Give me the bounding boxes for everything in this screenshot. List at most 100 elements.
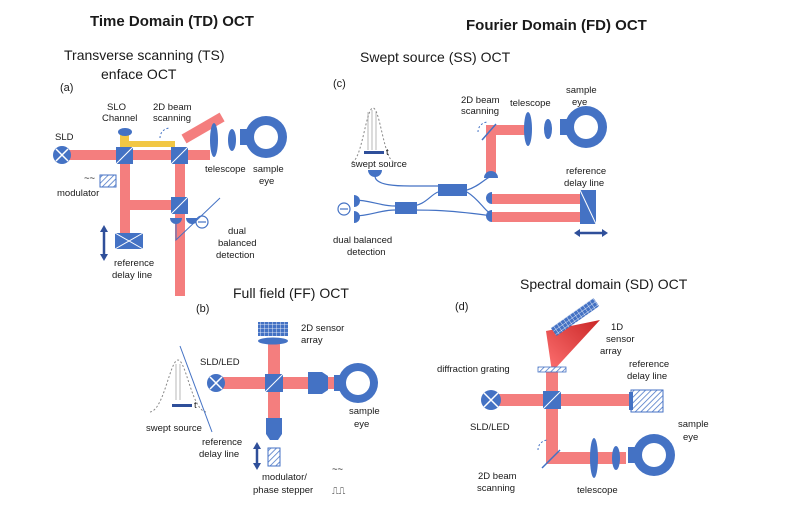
dual-label-line2: balanced [218, 238, 257, 249]
d-ref-label-line2: delay line [627, 371, 667, 382]
beam-splitter-icon [115, 146, 134, 165]
panel-a: Transverse scanning (TS) enface OCT (a) … [53, 47, 287, 296]
b-sample-label-line2: eye [354, 419, 369, 430]
c-telescope-label: telescope [510, 98, 551, 109]
panel-c-eye-icon [560, 106, 607, 148]
b-sensor-label-line2: array [301, 335, 323, 346]
sld-label: SLD [55, 132, 74, 143]
d-sensor-label-line3: array [600, 346, 622, 357]
detector-splitter-icon [170, 196, 189, 215]
panel-c-reference-mirror-icon [579, 189, 597, 225]
1d-sensor-array-icon [550, 297, 600, 337]
detection-wire [175, 197, 221, 242]
detector-1-icon [170, 218, 182, 224]
panel-d: Spectral domain (SD) OCT (d) [437, 276, 709, 496]
panel-b-splitter-icon [264, 373, 284, 393]
d-telescope-label: telescope [577, 485, 618, 496]
d-scan-label-line2: scanning [477, 483, 515, 494]
dual-label-line3: detection [216, 250, 255, 261]
sample-label-line1: sample [253, 164, 284, 175]
panel-b-bracket-line [179, 345, 213, 433]
slo-detector [118, 128, 132, 136]
panel-b-reference-mirror-icon [267, 447, 281, 467]
panel-d-reference-delay-icon [630, 389, 664, 413]
b-source-label: SLD/LED [200, 357, 240, 368]
panel-a-title-line2: enface OCT [101, 66, 177, 82]
slo-beam [120, 135, 129, 152]
scan-label-line2: scanning [153, 113, 191, 124]
panel-b-eye-icon [334, 363, 378, 403]
fiber-coupler-2 [395, 202, 417, 214]
panel-c-tag: (c) [333, 78, 346, 90]
panel-c: Swept source (SS) OCT (c) t [333, 49, 608, 258]
panel-b-reference-objective-icon [266, 418, 282, 440]
panel-d-eye-icon [628, 434, 675, 476]
panel-b: Full field (FF) OCT (b) [146, 285, 380, 497]
panel-b-tag: (b) [196, 303, 209, 315]
telescope-label: telescope [205, 164, 246, 175]
slo-beam-horizontal [129, 141, 175, 147]
d-sensor-label-line1: 1D [611, 322, 623, 333]
telescope-lens-1 [210, 123, 218, 157]
panel-d-title: Spectral domain (SD) OCT [520, 276, 688, 292]
d-sample-label-line1: sample [678, 419, 709, 430]
scan-label-line1: 2D beam [153, 102, 192, 113]
fd-header: Fourier Domain (FD) OCT [466, 17, 647, 34]
panel-c-lens-1 [524, 112, 532, 146]
swept-source-icon [368, 170, 382, 177]
panel-b-step-icon: ⎍⎍ [332, 486, 346, 497]
c-ref-label-line1: reference [566, 166, 606, 177]
panel-d-tag: (d) [455, 301, 468, 313]
sample-label-line2: eye [259, 176, 274, 187]
panel-b-beams [222, 340, 350, 419]
c-swept-label: swept source [351, 159, 407, 170]
panel-d-lens-1 [590, 438, 598, 478]
sld-source-icon [53, 146, 71, 164]
eye-icon [240, 116, 287, 158]
panel-b-title: Full field (FF) OCT [233, 285, 349, 301]
td-header: Time Domain (TD) OCT [90, 13, 254, 30]
b-sample-label-line1: sample [349, 406, 380, 417]
b-ref-label-line2: delay line [199, 449, 239, 460]
panel-c-beams [486, 125, 584, 222]
dual-label-line1: dual [228, 226, 246, 237]
svg-text:t: t [194, 400, 197, 411]
panel-c-scan-arc-icon [477, 121, 489, 133]
scanner-splitter-icon [170, 146, 189, 165]
c-dual-label-line2: detection [347, 247, 386, 258]
b-ref-label-line1: reference [202, 437, 242, 448]
d-ref-label-line1: reference [629, 359, 669, 370]
reference-mirror-icon [114, 232, 144, 250]
panel-d-splitter-icon [542, 390, 562, 410]
panel-b-objective-icon [308, 372, 328, 394]
d-grating-label: diffraction grating [437, 364, 510, 375]
b-mod-label-line1: modulator/ [262, 472, 307, 483]
modulator-wave-icon: ~~ [84, 173, 96, 184]
modulator-label: modulator [57, 188, 99, 199]
ref-label-line2: delay line [112, 270, 152, 281]
panel-b-sensor-lens [258, 337, 288, 345]
c-dual-label-line1: dual balanced [333, 235, 392, 246]
scan-arc-icon [159, 127, 171, 139]
b-swept-label: swept source [146, 423, 202, 434]
c-scan-label-line2: scanning [461, 106, 499, 117]
b-mod-label-line2: phase stepper [253, 485, 313, 496]
b-sensor-label-line1: 2D sensor [301, 323, 344, 334]
c-sample-label-line1: sample [566, 85, 597, 96]
svg-text:t: t [386, 147, 389, 158]
c-scan-label-line1: 2D beam [461, 95, 500, 106]
slo-label-line2: Channel [102, 113, 137, 124]
panel-a-beams [64, 112, 225, 296]
panel-a-title-line1: Transverse scanning (TS) [64, 47, 225, 63]
telescope-lens-2 [228, 129, 236, 151]
fiber-coupler-1 [438, 184, 467, 196]
panel-a-tag: (a) [60, 82, 73, 94]
panel-d-beams [490, 372, 643, 464]
2d-sensor-array-icon [258, 322, 288, 336]
collimator-icon [484, 171, 498, 178]
panel-b-wave-icon: ~~ [332, 464, 344, 475]
panel-c-fibers [353, 175, 493, 217]
panel-c-title: Swept source (SS) OCT [360, 49, 511, 65]
diffraction-grating-icon [537, 366, 567, 373]
